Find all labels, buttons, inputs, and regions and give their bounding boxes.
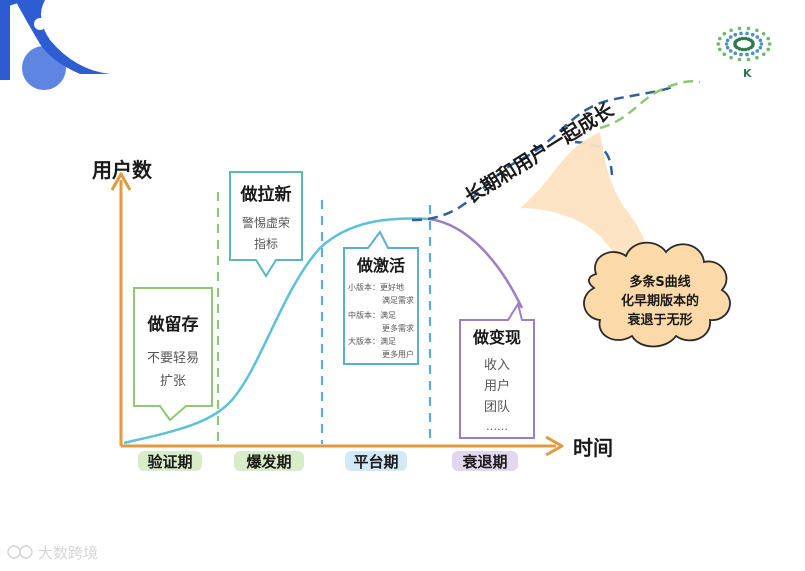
brain-logo-dot: [745, 52, 749, 57]
card-activation-line-3: 中版本：满足: [348, 310, 396, 320]
watermark: 大数跨境: [7, 544, 98, 562]
growth-dashed-blue: [411, 84, 676, 222]
brain-logo-dot: [755, 28, 759, 33]
brain-logo-dot: [733, 51, 738, 56]
growth-dashed-green: [599, 80, 701, 130]
brain-logo-dot: [746, 26, 751, 31]
phase-label-platform: 平台期: [353, 453, 398, 471]
brain-logo-dot: [737, 57, 742, 62]
brain-logo-dot: [750, 51, 755, 56]
brain-logo-dot: [755, 49, 760, 53]
brain-logo-dot: [761, 32, 766, 36]
card-acquisition-line-1: 警惕虚荣: [242, 215, 290, 230]
brain-logo-dot: [739, 31, 743, 36]
phase-bg-2: [345, 451, 407, 471]
brain-logo-icon: K: [716, 26, 772, 80]
brain-logo-dot: [755, 55, 759, 60]
brain-logo-dot: [737, 37, 742, 41]
brain-logo-dot: [737, 26, 742, 31]
brain-logo-dot: [733, 32, 738, 37]
brain-logo-dot: [718, 47, 722, 52]
x-axis-arrow: [545, 435, 564, 457]
corner-logo: [0, 0, 110, 90]
brain-logo-dot: [743, 36, 748, 41]
card-retention: 做留存 不要轻易 扩张: [133, 287, 213, 422]
brain-logo-dot: [758, 38, 763, 43]
card-activation-line-5: 大版本：满足: [348, 336, 396, 346]
brain-logo-dot: [729, 55, 733, 60]
phase-bg-3: [452, 451, 518, 471]
cloud-line-3: 衰退于无形: [626, 312, 692, 328]
brain-logo-dot: [739, 52, 743, 57]
card-monetization-line-3: 团队: [484, 400, 510, 415]
brain-logo-dot: [718, 36, 722, 41]
x-axis-label: 时间: [573, 436, 613, 460]
card-activation-line-6: 更多用户: [382, 349, 414, 359]
brain-logo-dot: [722, 52, 727, 56]
card-activation-line-2: 满足需求: [382, 295, 414, 305]
card-retention-title: 做留存: [147, 314, 199, 335]
brain-logo-dot: [725, 38, 730, 43]
phase-label-decline: 衰退期: [461, 453, 507, 471]
brain-logo-dot: [750, 40, 755, 44]
brain-logo-dot: [766, 36, 770, 41]
idea-cloud: [583, 241, 731, 348]
card-monetization-line-2: 用户: [484, 378, 510, 394]
phase-bg-1: [234, 451, 304, 471]
y-axis-arrow: [110, 172, 132, 191]
brain-logo-dot: [729, 28, 733, 33]
phase-labels: 验证期 爆发期 平台期 衰退期: [138, 451, 518, 471]
brain-logo-dot: [750, 32, 755, 37]
brain-logo-dot: [767, 42, 772, 46]
brain-logo-dot: [766, 47, 770, 52]
card-activation-line-1: 小版本：更好地: [348, 282, 404, 292]
brain-logo-dot: [746, 47, 751, 51]
brain-logo-dot: [724, 42, 729, 46]
brain-logo-dot: [759, 42, 764, 46]
logo-letter: K: [743, 67, 752, 80]
card-activation: 做激活 小版本：更好地 满足需求 中版本：满足 更多需求 大版本：满足 更多用户: [343, 230, 419, 365]
y-axis-label: 用户数: [92, 158, 153, 182]
card-monetization-line-1: 收入: [484, 358, 510, 373]
watermark-text: 大数跨境: [38, 544, 98, 562]
card-acquisition-title: 做拉新: [240, 184, 292, 205]
s-curve: [123, 217, 431, 445]
brain-logo-dot: [740, 47, 745, 52]
cloud-line-1: 多条S曲线: [629, 274, 690, 290]
watermark-icon: [7, 545, 21, 559]
card-monetization-line-4: ……: [486, 420, 508, 433]
brain-logo-dot: [746, 57, 751, 62]
card-acquisition-line-2: 指标: [254, 236, 278, 251]
card-retention-line-1: 不要轻易: [147, 351, 199, 366]
card-retention-line-2: 扩张: [160, 374, 186, 389]
brain-logo-dot: [740, 36, 745, 41]
cloud-line-2: 化早期版本的: [621, 293, 699, 309]
brain-logo-dot: [758, 45, 763, 50]
brain-logo-dot: [755, 35, 760, 39]
phase-label-growth: 爆发期: [246, 453, 291, 471]
card-monetization-title: 做变现: [472, 328, 521, 347]
brain-logo-dot: [722, 32, 727, 36]
card-activation-title: 做激活: [356, 256, 405, 275]
phase-bg-0: [138, 451, 202, 471]
decline-curve: [429, 217, 524, 309]
card-monetization: 做变现 收入 用户 团队 ……: [459, 301, 535, 439]
brain-logo-dot: [728, 49, 733, 53]
brain-logo-dot: [725, 45, 730, 50]
brain-logo-dot: [728, 35, 733, 39]
brain-logo-dot: [743, 47, 748, 52]
card-activation-line-4: 更多需求: [382, 323, 414, 333]
brain-logo-dot: [761, 52, 766, 56]
card-acquisition: 做拉新 警惕虚荣 指标: [229, 171, 303, 278]
brain-logo-dot: [745, 31, 749, 36]
phase-label-validation: 验证期: [147, 453, 192, 471]
brain-logo-dot: [716, 42, 721, 46]
